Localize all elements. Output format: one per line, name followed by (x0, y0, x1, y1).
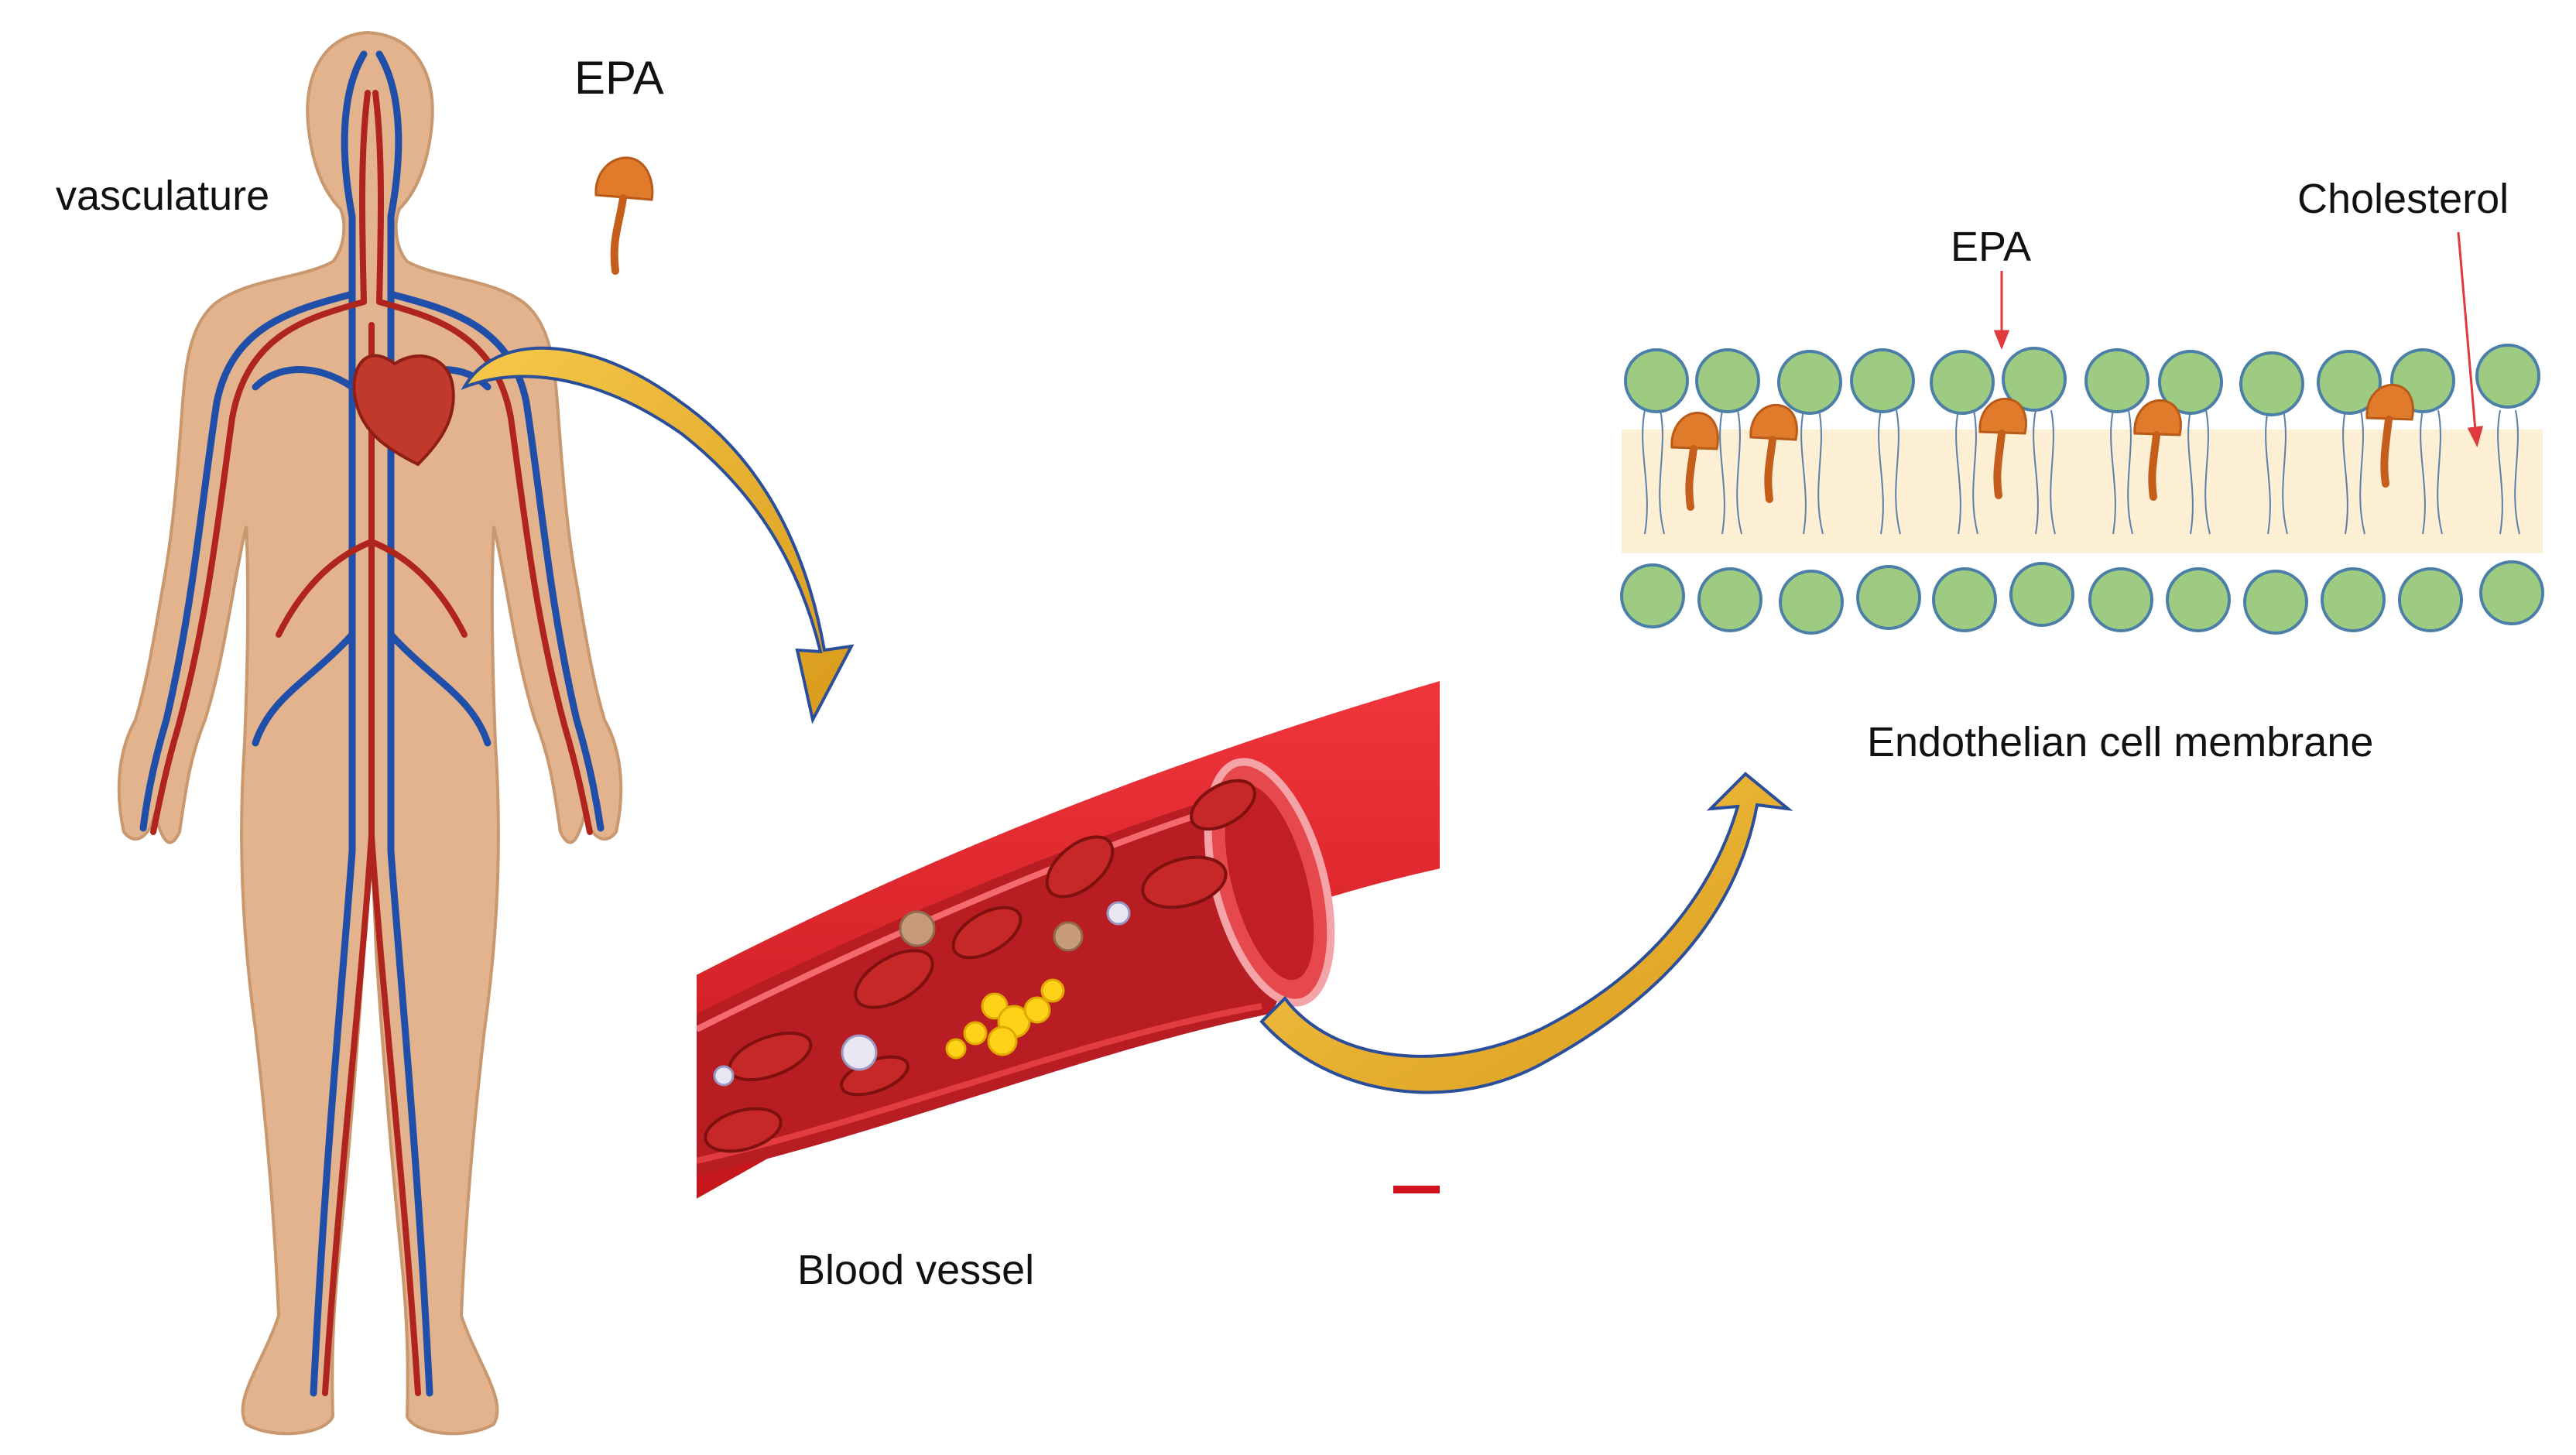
label-endothelian-cell-membrane: Endothelian cell membrane (1867, 719, 2374, 765)
plaque-deposit (945, 978, 1065, 1060)
arteries (150, 90, 593, 1396)
curved-arrow-body-to-vessel (461, 346, 855, 724)
human-body-figure (117, 30, 623, 1436)
cholesterol-pointer-arrow (2457, 231, 2477, 431)
red-blood-cells (704, 779, 1256, 1153)
label-cholesterol: Cholesterol (2297, 176, 2509, 222)
label-blood-vessel: Blood vessel (797, 1247, 1035, 1293)
veins (139, 50, 605, 1397)
lipid-heads-top (1624, 344, 2540, 416)
label-epa-top: EPA (574, 52, 664, 104)
label-vasculature: vasculature (56, 173, 270, 219)
curved-arrow-vessel-to-membrane (1259, 772, 1793, 1094)
heart-icon (352, 354, 455, 467)
membrane-epa-molecules (1670, 383, 2414, 511)
cholesterol-pointer-arrowhead (2467, 426, 2484, 448)
epa-molecule-icon (594, 156, 654, 275)
label-epa-membrane: EPA (1951, 224, 2032, 270)
lipid-heads-bottom (1620, 560, 2544, 635)
lipid-tails (1642, 409, 2520, 535)
pointer-arrows (1993, 231, 2484, 448)
vessel-edge-mark (1393, 1186, 1440, 1193)
blood-vessel-illustration (697, 681, 1440, 1199)
bilayer-core (1622, 430, 2543, 553)
epa-pointer-arrowhead (1993, 330, 2010, 351)
cell-membrane-bilayer (1620, 231, 2544, 635)
